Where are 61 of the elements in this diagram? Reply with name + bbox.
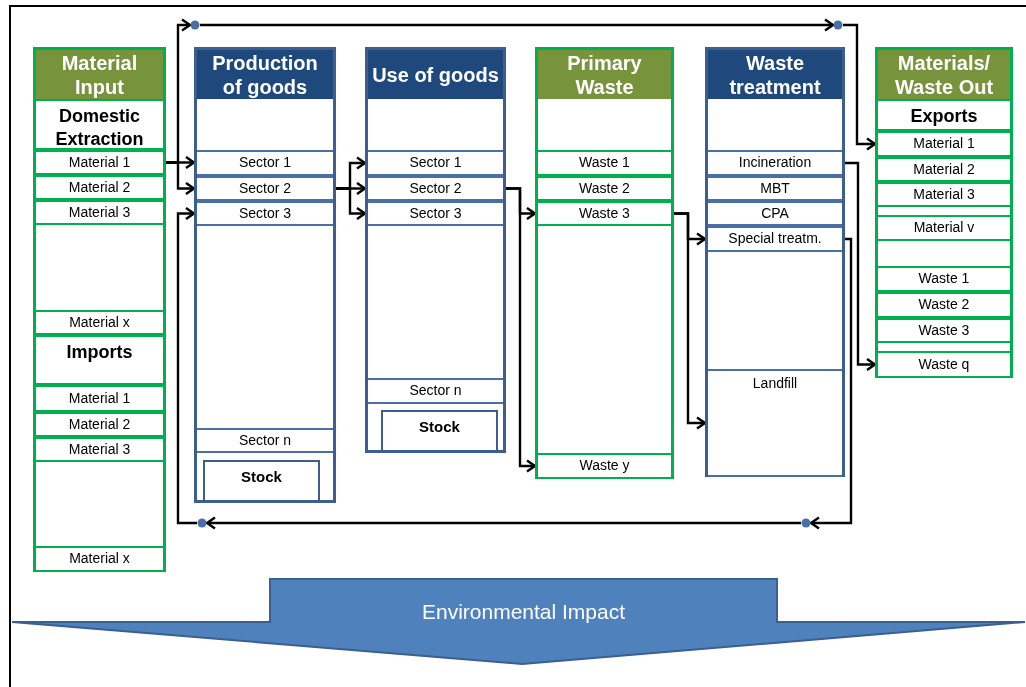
table-row: Material v — [878, 215, 1010, 241]
table-row: Waste 3 — [878, 318, 1010, 343]
column-header: Waste treatment — [708, 50, 842, 99]
column-header: Material Input — [36, 50, 163, 99]
table-row: Waste 3 — [538, 201, 671, 226]
flow-arrow — [166, 18, 192, 164]
table-row: Material 2 — [36, 175, 163, 200]
table-row: Material x — [36, 546, 163, 572]
section-heading: Exports — [878, 99, 1010, 131]
flow-arrow — [200, 18, 835, 32]
flow-arrow — [506, 187, 537, 473]
column-panel — [705, 47, 845, 477]
stock-box: Stock — [203, 460, 320, 500]
column-header: Primary Waste — [538, 50, 671, 99]
table-row: Waste q — [878, 351, 1010, 378]
column-header: Use of goods — [368, 50, 503, 99]
flow-arrow — [205, 516, 801, 530]
arrow-label: Environmental Impact — [420, 599, 627, 625]
table-row: Sector 3 — [368, 201, 503, 226]
table-row: Sector 1 — [368, 150, 503, 176]
table-row: Material 3 — [878, 182, 1010, 207]
section-heading: Imports — [36, 335, 163, 385]
column-header: Materials/ Waste Out — [878, 50, 1010, 99]
table-row: Material 3 — [36, 437, 163, 462]
column-panel — [194, 47, 336, 503]
column-panel — [535, 47, 674, 479]
table-row: Material 1 — [36, 385, 163, 412]
table-row: Incineration — [708, 150, 842, 176]
table-row: Sector 2 — [197, 176, 333, 201]
table-row: Sector 2 — [368, 176, 503, 201]
flow-arrow — [176, 206, 197, 525]
section-heading: Domestic Extraction — [36, 99, 163, 150]
table-row: Waste 1 — [538, 150, 671, 176]
table-row: Material 1 — [36, 150, 163, 175]
column-header: Production of goods — [197, 50, 333, 99]
table-row: Landfill — [708, 369, 842, 477]
column-panel — [365, 47, 506, 453]
flow-arrow — [843, 23, 877, 151]
table-row: Waste 1 — [878, 266, 1010, 292]
column-panel — [875, 47, 1013, 378]
column-panel — [33, 47, 166, 572]
flow-arrow — [674, 212, 707, 430]
table-row: Material x — [36, 310, 163, 335]
flow-arrow — [809, 237, 853, 530]
stock-box: Stock — [381, 410, 498, 450]
table-row: Material 3 — [36, 200, 163, 225]
table-row: Sector n — [197, 428, 333, 453]
table-row: Sector n — [368, 378, 503, 404]
table-row: Sector 1 — [197, 150, 333, 176]
table-row: Sector 3 — [197, 201, 333, 226]
flow-arrow — [845, 161, 877, 372]
table-row: CPA — [708, 201, 842, 226]
table-row: MBT — [708, 176, 842, 201]
flow-arrow — [336, 187, 367, 221]
table-row: Waste 2 — [538, 176, 671, 201]
table-row: Material 2 — [36, 412, 163, 437]
table-row: Waste 2 — [878, 292, 1010, 318]
table-row: Material 1 — [878, 131, 1010, 157]
table-row: Special treatm. — [708, 226, 842, 252]
table-row: Material 2 — [878, 157, 1010, 182]
table-row: Waste y — [538, 453, 671, 479]
